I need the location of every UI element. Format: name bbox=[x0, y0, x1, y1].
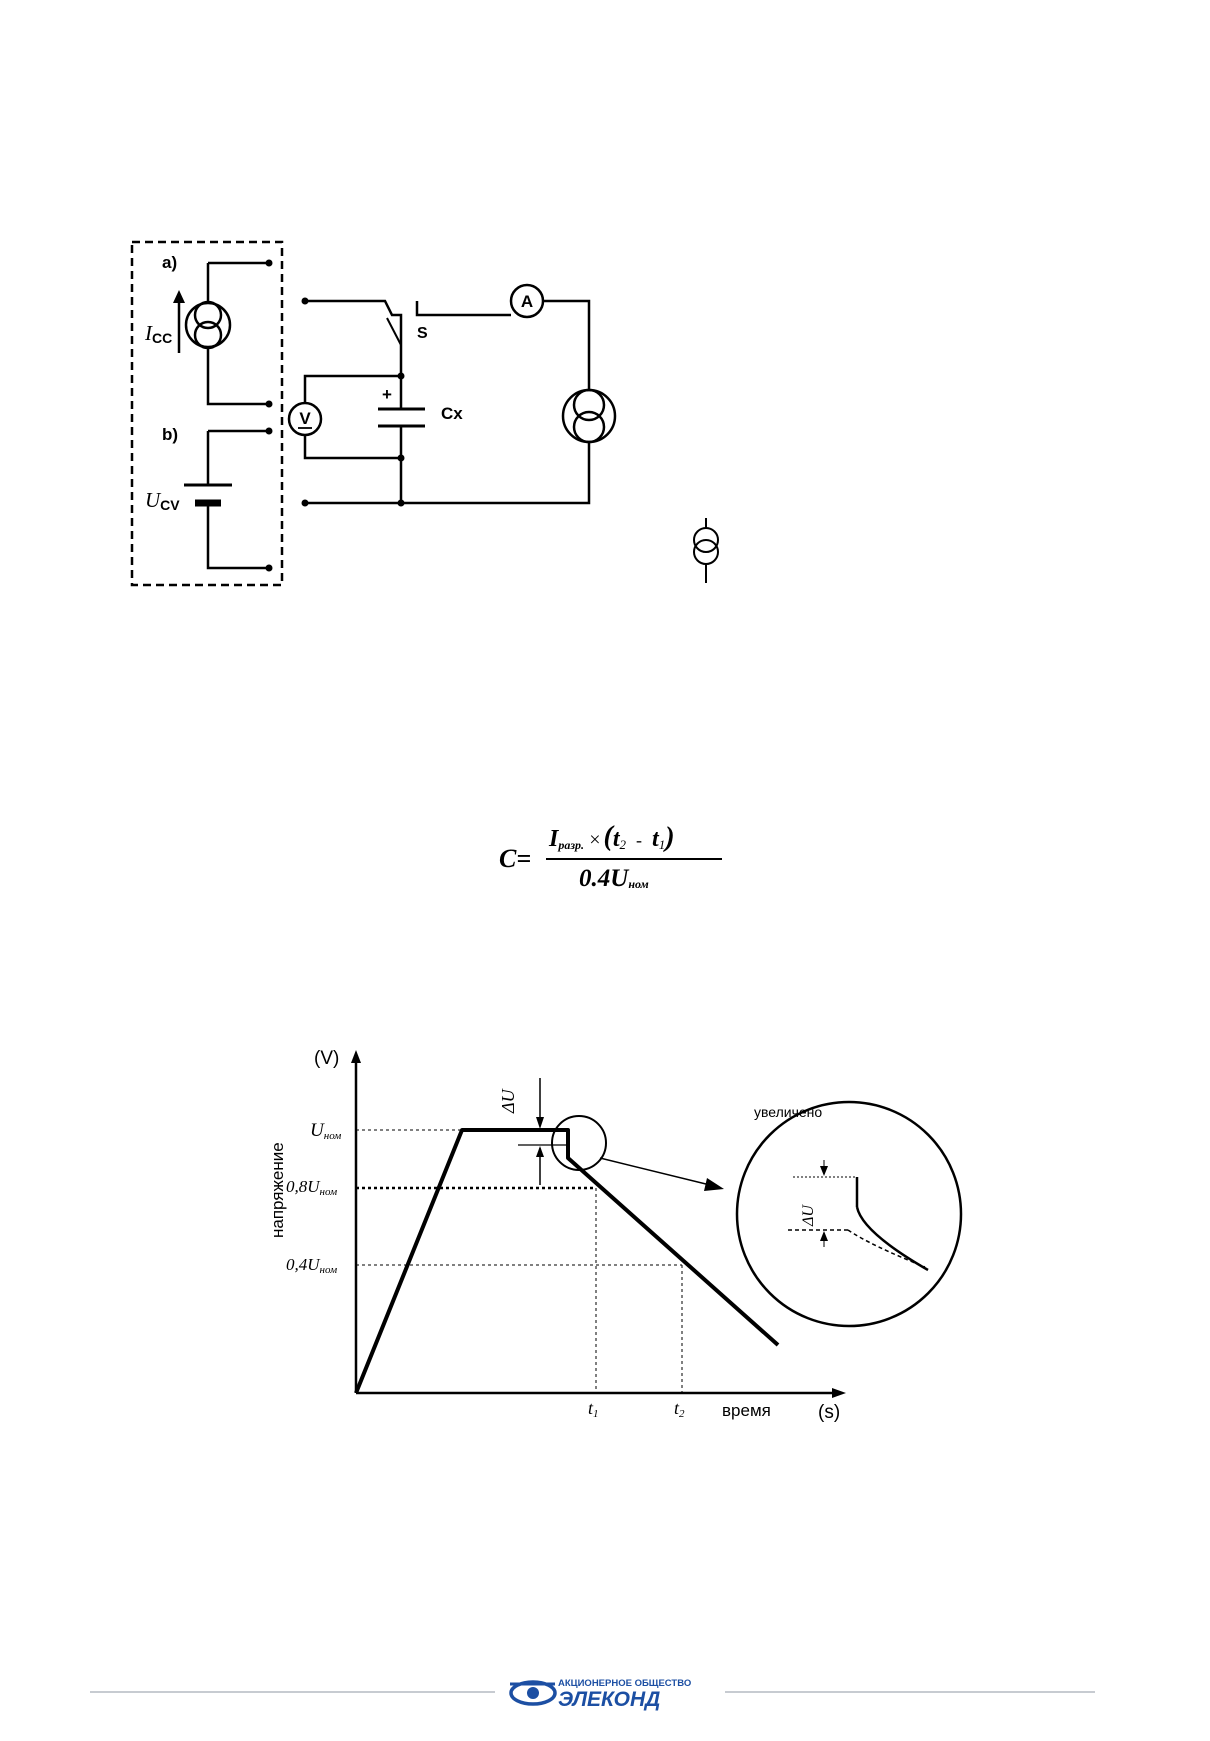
current-direction-arrow bbox=[173, 290, 185, 353]
label-switch: S bbox=[417, 325, 428, 342]
level-08-label: 0,8Uном bbox=[286, 1177, 337, 1198]
zoom-label: увеличено bbox=[754, 1104, 822, 1120]
zoom-delta-u-label: ΔU bbox=[800, 1204, 817, 1227]
label-b: b) bbox=[162, 425, 178, 444]
formula-lhs: C= bbox=[499, 844, 531, 873]
y-unit-label: (V) bbox=[314, 1048, 339, 1069]
level-04-label: 0,4Uном bbox=[286, 1255, 337, 1276]
company-name: ЭЛЕКОНД bbox=[558, 1688, 660, 1711]
y-axis-title: напряжение bbox=[268, 1142, 287, 1238]
current-source-icon bbox=[184, 300, 232, 350]
x-axis-title: время bbox=[722, 1401, 771, 1420]
voltmeter-icon bbox=[287, 401, 323, 437]
x-axis-arrow-icon bbox=[832, 1388, 846, 1398]
delta-u-marker bbox=[528, 1078, 552, 1185]
label-ammeter: A bbox=[521, 292, 533, 311]
current-source-legend-icon bbox=[693, 518, 719, 583]
label-capacitor-plus: + bbox=[382, 385, 392, 404]
battery-icon bbox=[184, 483, 232, 507]
delta-u-label: ΔU bbox=[498, 1088, 518, 1114]
formula-numerator: Iразр.×(t2-t1) bbox=[548, 821, 675, 853]
footer-rule-left bbox=[90, 1691, 495, 1693]
t1-label: t1 bbox=[588, 1398, 599, 1420]
level-u-nom-label: Uном bbox=[310, 1120, 341, 1142]
load-current-source-icon bbox=[561, 388, 617, 444]
label-capacitor: Cx bbox=[441, 404, 463, 423]
company-name-top: АКЦИОНЕРНОЕ ОБЩЕСТВО bbox=[558, 1678, 691, 1689]
label-icc: ICC bbox=[144, 321, 172, 346]
capacitor-icon bbox=[378, 407, 425, 428]
ammeter-icon bbox=[509, 283, 545, 319]
zoom-pointer-arrow-icon bbox=[704, 1178, 724, 1191]
footer-rule-right bbox=[725, 1691, 1095, 1693]
zoom-highlight-circle bbox=[551, 1115, 607, 1171]
zoom-circle bbox=[735, 1100, 963, 1328]
x-unit-label: (s) bbox=[818, 1402, 840, 1423]
circuit-diagram: a) b) ICC UCV S A V + Cx bbox=[130, 240, 719, 587]
label-voltmeter: V bbox=[299, 409, 311, 428]
zoom-detail bbox=[788, 1160, 929, 1272]
label-a: a) bbox=[162, 253, 177, 272]
elekond-logo-icon bbox=[509, 1680, 557, 1706]
t2-label: t2 bbox=[674, 1398, 685, 1420]
formula-denominator: 0.4Uном bbox=[579, 865, 649, 892]
label-ucv: UCV bbox=[145, 488, 180, 513]
y-axis-arrow-icon bbox=[351, 1050, 361, 1063]
voltage-curve bbox=[354, 1128, 780, 1394]
